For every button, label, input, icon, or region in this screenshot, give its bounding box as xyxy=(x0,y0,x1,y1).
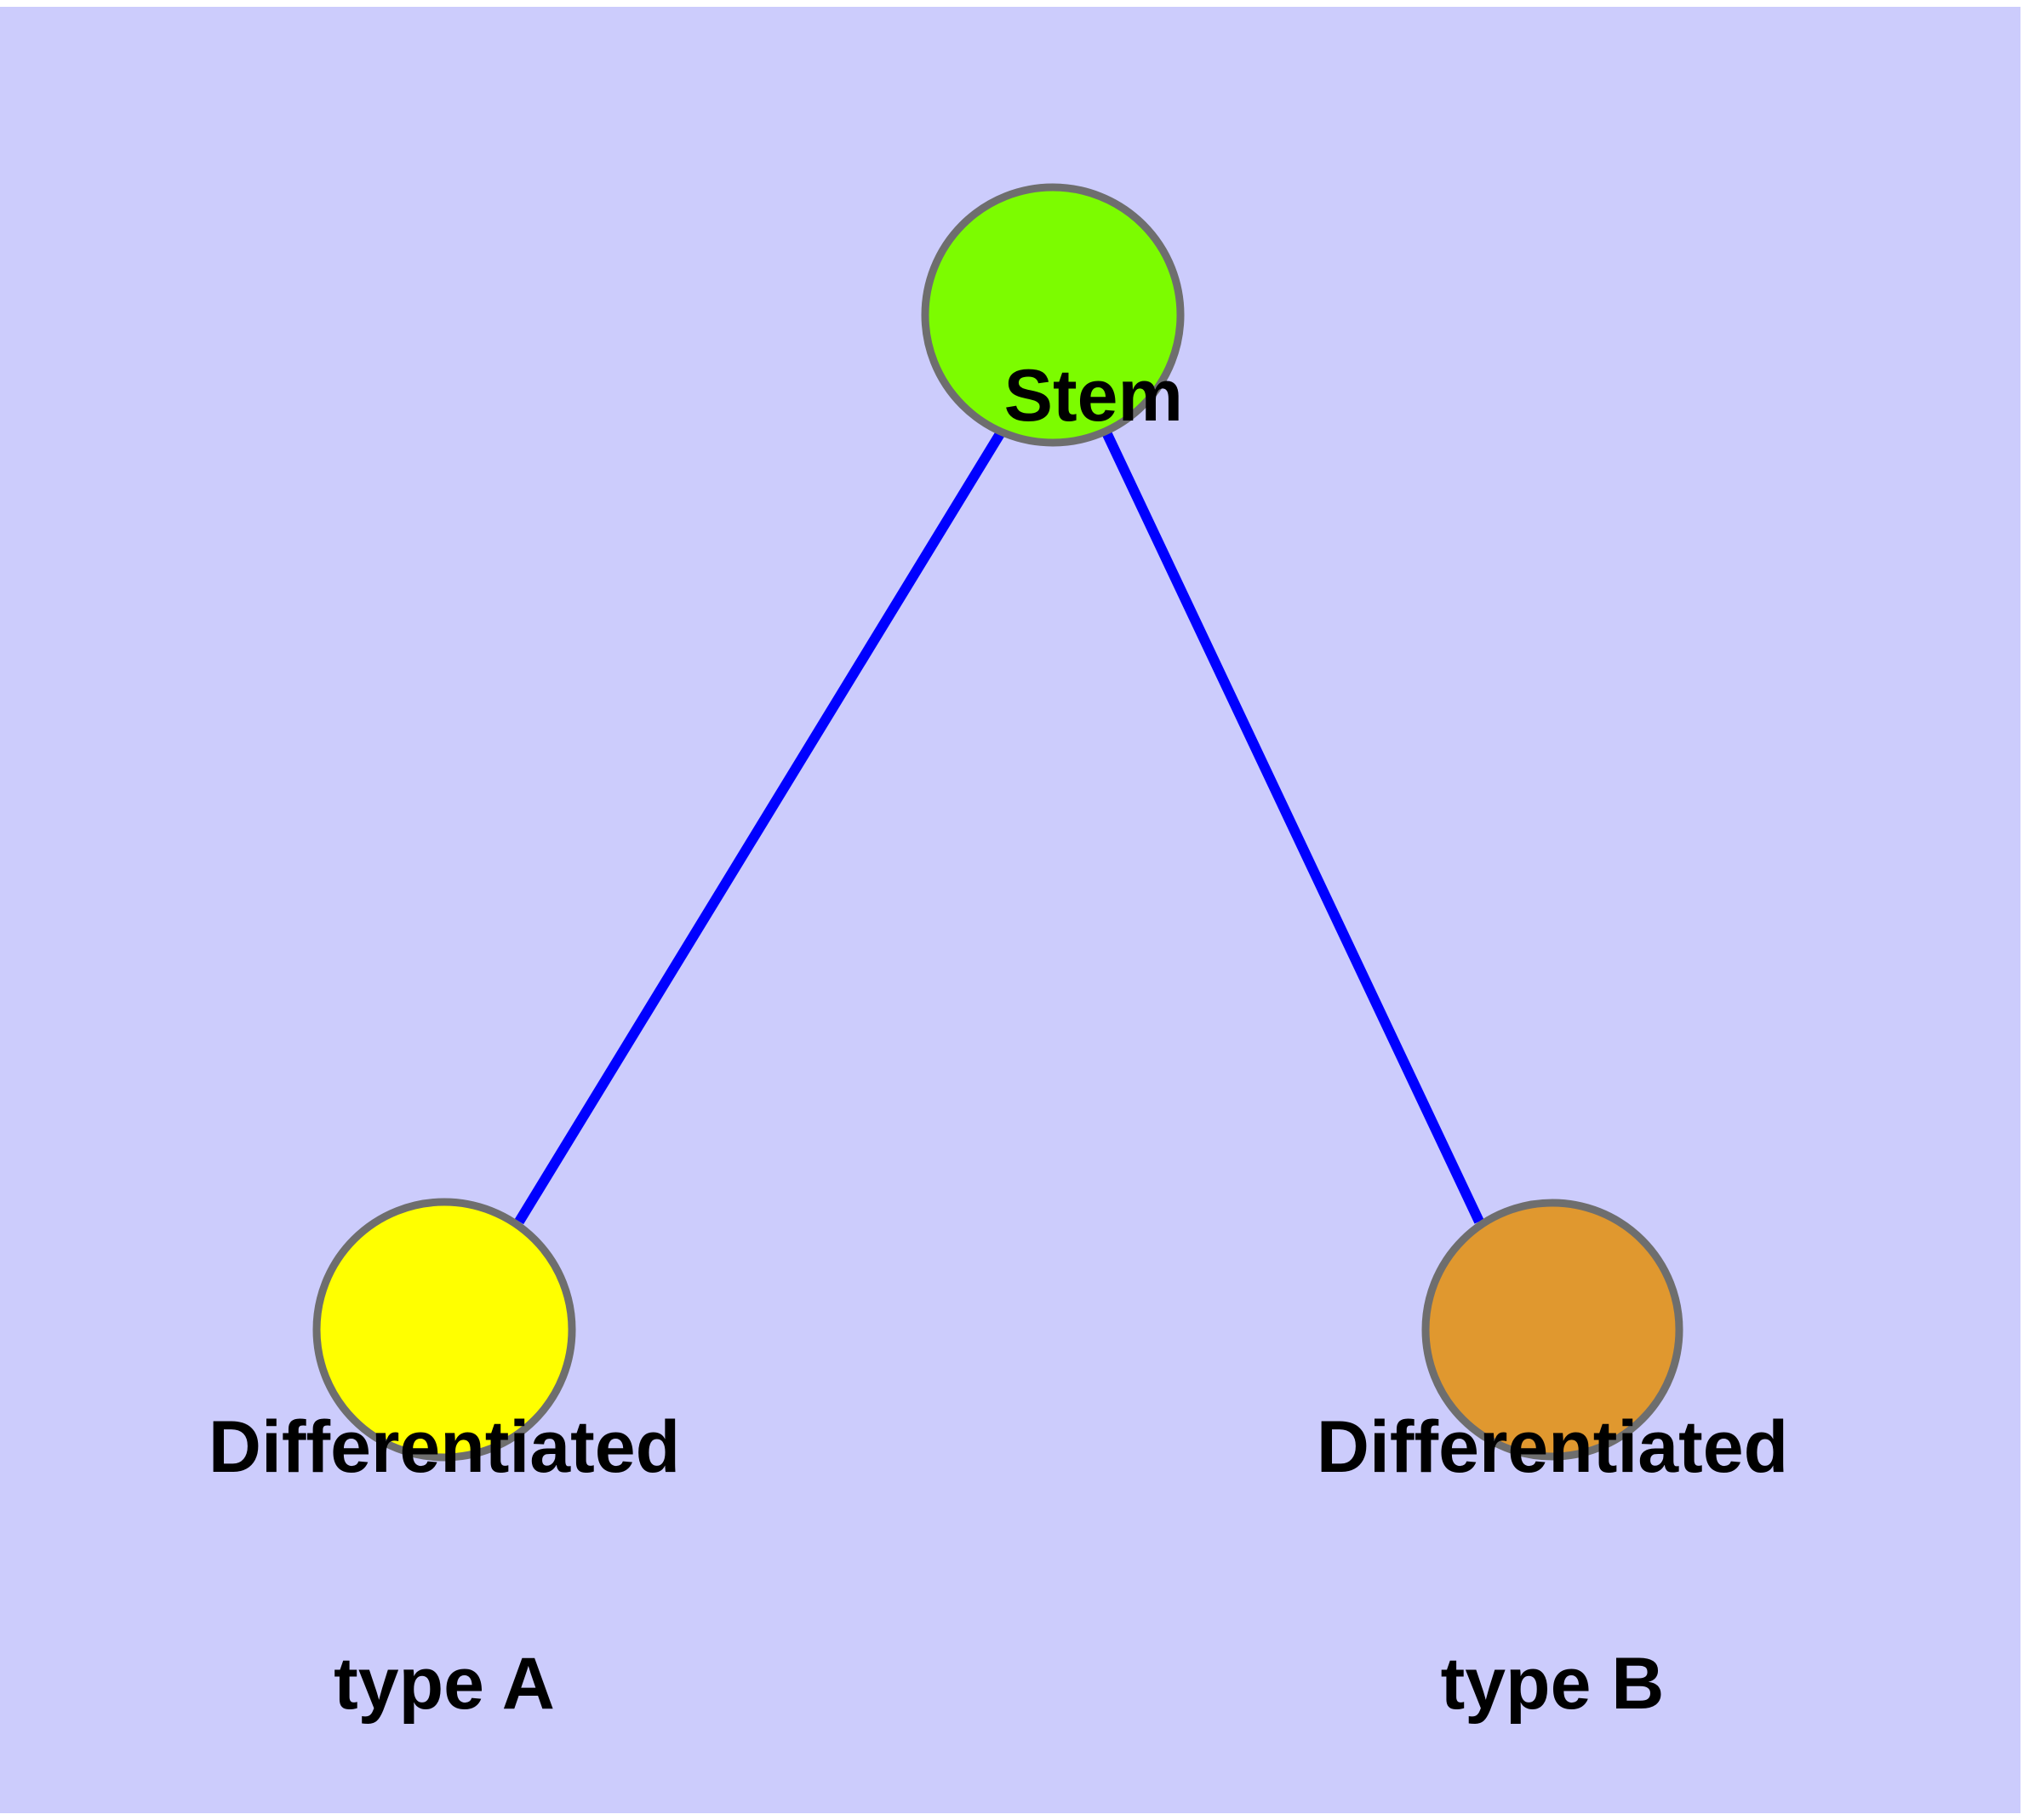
edge-stem-to-differentiated-type-b xyxy=(1101,430,1484,1224)
node-stem[interactable] xyxy=(921,183,1185,447)
node-differentiated-type-b[interactable] xyxy=(1421,1199,1683,1461)
node-differentiated-type-a[interactable] xyxy=(312,1198,576,1462)
edge-stem-to-differentiated-type-a xyxy=(514,429,1006,1225)
